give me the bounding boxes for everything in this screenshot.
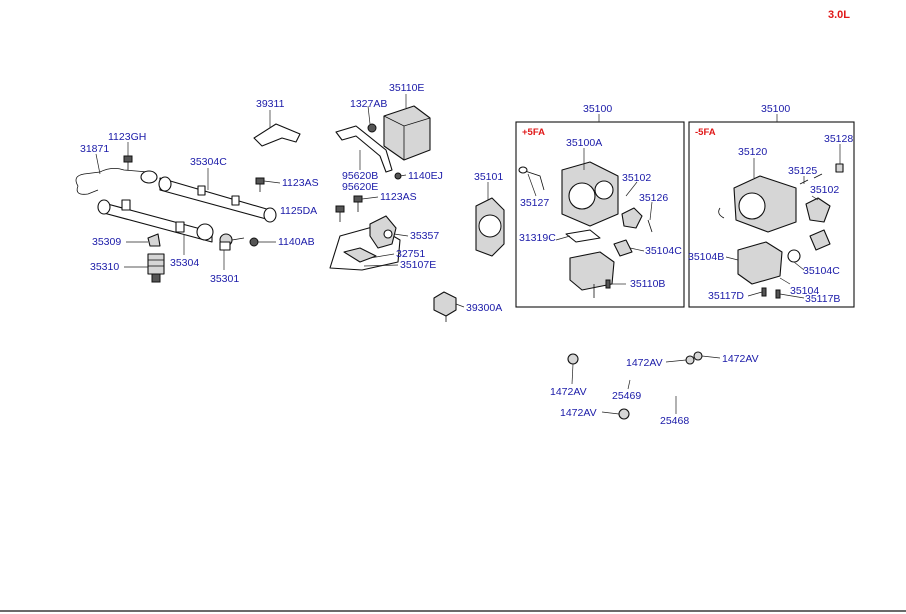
label-35104C-left: 35104C bbox=[645, 245, 682, 257]
label-95620E: 95620E bbox=[342, 181, 378, 193]
sensor-39300A[interactable] bbox=[433, 291, 457, 317]
label-35304: 35304 bbox=[170, 257, 199, 269]
label-31319C: 31319C bbox=[519, 232, 556, 244]
bracket-95620B[interactable] bbox=[335, 125, 393, 173]
variant-box-left bbox=[515, 121, 685, 308]
engine-label: 3.0L bbox=[828, 9, 850, 21]
label-1327AB: 1327AB bbox=[350, 98, 387, 110]
label-39300A: 39300A bbox=[466, 302, 502, 314]
fuel-rail-group: 31871 1123GH 35304C 1123AS 1125DA 1140AB… bbox=[75, 131, 344, 285]
label-35100-right: 35100 bbox=[761, 103, 790, 115]
label-35107E: 35107E bbox=[400, 259, 436, 271]
bolt-1125DA bbox=[335, 205, 345, 213]
label-1472AV-a: 1472AV bbox=[550, 386, 587, 398]
screw-35126 bbox=[647, 219, 653, 233]
sensor-35102-left[interactable] bbox=[621, 207, 643, 229]
gasket-group: 35101 bbox=[474, 171, 505, 257]
bolt-1123GH bbox=[123, 155, 133, 163]
label-1123AS-a: 1123AS bbox=[282, 177, 319, 189]
injector-35310[interactable] bbox=[147, 253, 165, 275]
bracket-group: 39311 1327AB 35110E 95620B 95620E 1140EJ… bbox=[253, 82, 502, 322]
bracket-39311[interactable] bbox=[253, 123, 301, 147]
bolt-1123AS-b bbox=[353, 195, 363, 203]
label-35110E: 35110E bbox=[389, 82, 424, 94]
label-1123AS-b: 1123AS bbox=[380, 191, 417, 203]
bolt-1123AS bbox=[255, 177, 265, 185]
screw-35117D bbox=[761, 287, 767, 297]
label-35309: 35309 bbox=[92, 236, 121, 248]
clip-35309 bbox=[147, 233, 161, 247]
label-35117D: 35117D bbox=[708, 290, 744, 302]
label-35117B: 35117B bbox=[805, 293, 840, 305]
throttle-box-plus5fa: 35100 +5FA 35100A 35127 35102 35 bbox=[515, 103, 685, 308]
label-35100-left: 35100 bbox=[583, 103, 612, 115]
module-35110E[interactable] bbox=[383, 105, 431, 161]
label-35100A: 35100A bbox=[566, 137, 602, 149]
clamp-1472AV-b bbox=[685, 355, 695, 365]
label-35126: 35126 bbox=[639, 192, 668, 204]
idle-control-35104[interactable] bbox=[737, 241, 783, 285]
clamp-1472AV-d bbox=[618, 408, 630, 420]
label-35310: 35310 bbox=[90, 261, 119, 273]
label-1472AV-d: 1472AV bbox=[560, 407, 597, 419]
label-1472AV-c: 1472AV bbox=[722, 353, 759, 365]
valve-35104C-left[interactable] bbox=[613, 239, 633, 257]
label-35128: 35128 bbox=[824, 133, 853, 145]
label-35101: 35101 bbox=[474, 171, 503, 183]
label-32751: 32751 bbox=[396, 248, 425, 260]
hose-group: 1472AV 1472AV 1472AV 1472AV 25469 25468 bbox=[550, 351, 759, 427]
sensor-35357[interactable] bbox=[369, 215, 397, 249]
label-35357: 35357 bbox=[410, 230, 439, 242]
label-1125DA: 1125DA bbox=[280, 205, 317, 217]
label-35127: 35127 bbox=[520, 197, 549, 209]
clamp-1472AV-c bbox=[693, 351, 703, 361]
pipe-fitting bbox=[140, 170, 158, 184]
label-35104B: 35104B bbox=[688, 251, 724, 263]
label-39311: 39311 bbox=[256, 98, 285, 110]
gasket-31319C bbox=[565, 229, 601, 243]
valve-35104C-right[interactable] bbox=[809, 229, 831, 251]
nut-1327AB bbox=[367, 123, 377, 133]
label-35110B: 35110B bbox=[630, 278, 665, 290]
label-35304C: 35304C bbox=[190, 156, 227, 168]
throttle-box-minus5fa: 35100 -5FA 35128 35120 35125 bbox=[688, 103, 855, 308]
label-35120: 35120 bbox=[738, 146, 767, 158]
fuel-rail-35304C[interactable] bbox=[159, 177, 271, 221]
label-1472AV-b: 1472AV bbox=[626, 357, 663, 369]
variant-label-plus5fa: +5FA bbox=[522, 127, 545, 138]
label-35125: 35125 bbox=[788, 165, 817, 177]
label-35104C-right: 35104C bbox=[803, 265, 840, 277]
variant-label-minus5fa: -5FA bbox=[695, 127, 716, 138]
pipe-35127 bbox=[518, 166, 528, 174]
plug-35128 bbox=[835, 163, 844, 173]
bolt-1140AB bbox=[249, 237, 259, 247]
label-1123GH: 1123GH bbox=[108, 131, 146, 143]
label-1140AB: 1140AB bbox=[278, 236, 315, 248]
screw-35117B bbox=[775, 289, 781, 299]
clamp-1472AV-a bbox=[567, 353, 579, 365]
variant-box-right bbox=[688, 121, 855, 308]
label-35102-right: 35102 bbox=[810, 184, 839, 196]
label-31871: 31871 bbox=[80, 143, 109, 155]
label-35104: 35104 bbox=[790, 285, 819, 297]
label-35301: 35301 bbox=[210, 273, 239, 285]
screw-35110B bbox=[605, 279, 611, 289]
label-35102-left: 35102 bbox=[622, 172, 651, 184]
label-95620B: 95620B bbox=[342, 170, 378, 182]
label-1140EJ: 1140EJ bbox=[408, 170, 443, 182]
label-25468: 25468 bbox=[660, 415, 689, 427]
label-25469: 25469 bbox=[612, 390, 641, 402]
sensor-35102-right[interactable] bbox=[805, 197, 831, 223]
fuel-pipe-31871[interactable] bbox=[75, 168, 149, 187]
